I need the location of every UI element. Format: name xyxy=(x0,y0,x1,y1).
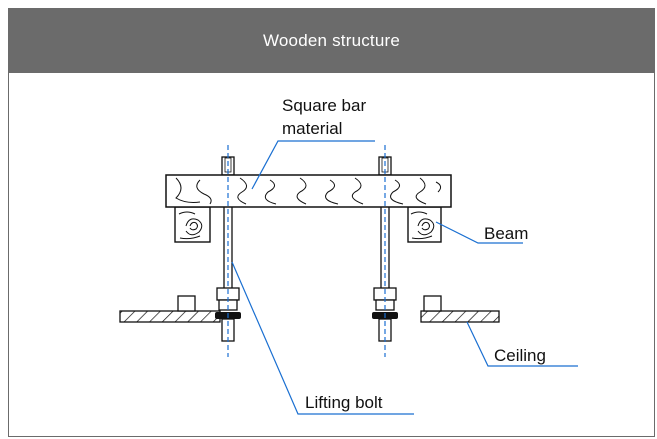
label-square-bar-line2: material xyxy=(282,119,342,138)
center-lines xyxy=(227,145,386,357)
beam-right xyxy=(407,206,442,243)
diagram-frame: Wooden structure xyxy=(8,8,655,437)
title-bar: Wooden structure xyxy=(9,9,654,73)
label-beam: Beam xyxy=(484,224,528,243)
label-square-bar-line1: Square bar xyxy=(282,96,366,115)
square-bar xyxy=(165,174,452,208)
beam-left xyxy=(174,206,211,243)
label-ceiling: Ceiling xyxy=(494,346,546,365)
leader-lines xyxy=(231,140,578,415)
ceiling-right xyxy=(420,295,500,323)
ceiling-left xyxy=(119,295,221,323)
diagram-title: Wooden structure xyxy=(262,31,401,50)
label-lifting-bolt: Lifting bolt xyxy=(305,393,383,412)
